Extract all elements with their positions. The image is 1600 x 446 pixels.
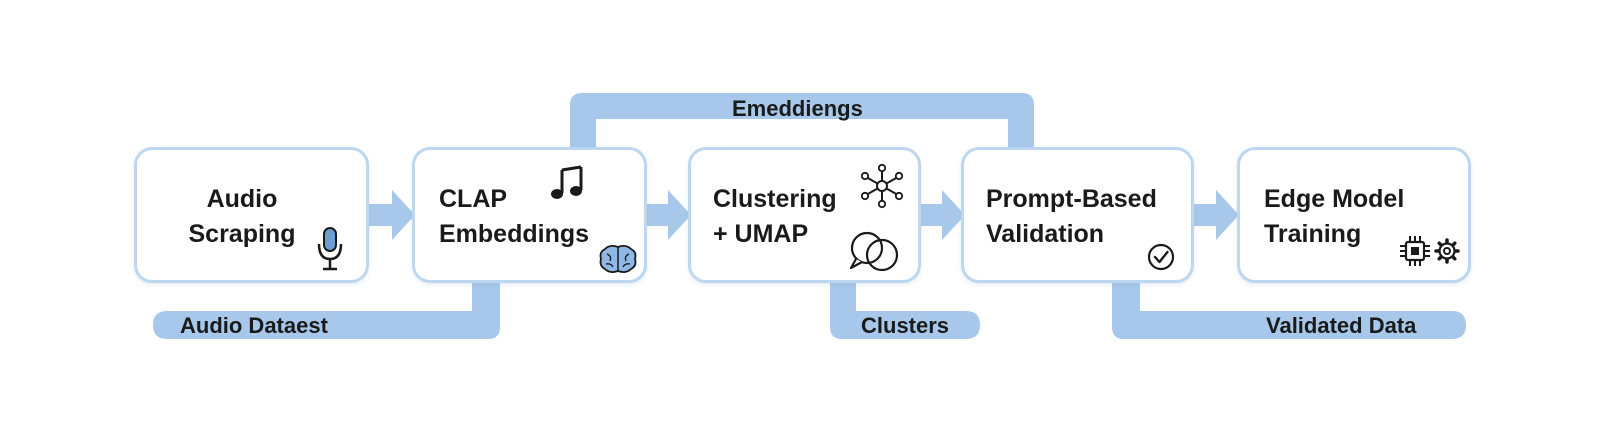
stage-prompt-based-validation: Prompt-Based Validation	[961, 147, 1194, 283]
chip-icon	[1398, 234, 1432, 268]
check-circle-icon	[1146, 242, 1176, 272]
stage-clap-embeddings-label: CLAP Embeddings	[439, 182, 589, 252]
brain-icon	[598, 243, 638, 275]
flow-arrow-2	[645, 190, 691, 240]
gear-icon	[1434, 238, 1460, 264]
flow-arrow-3	[919, 190, 965, 240]
stage-title-line1: Audio	[206, 185, 278, 213]
stage-audio-scraping-label: Audio Scraping	[175, 182, 309, 252]
stage-audio-scraping: Audio Scraping	[134, 147, 369, 283]
stage-title-line1: CLAP	[439, 185, 508, 213]
clusters-band-label: Clusters	[861, 313, 950, 338]
stage-title-line2: Training	[1264, 220, 1362, 248]
stage-clap-embeddings: CLAP Embeddings	[412, 147, 647, 283]
stage-edge-model-training-label: Edge Model Training	[1264, 182, 1404, 252]
stage-title-line1: Edge Model	[1264, 185, 1405, 213]
embeddings-band-label: Emeddiengs	[732, 96, 863, 121]
stage-title-line1: Prompt-Based	[986, 185, 1157, 213]
stage-title-line2: + UMAP	[713, 220, 809, 248]
stage-title-line2: Embeddings	[439, 220, 590, 248]
stage-clustering-umap-label: Clustering + UMAP	[713, 182, 837, 252]
flow-arrow-4	[1193, 190, 1239, 240]
stage-title-line2: Scraping	[188, 220, 296, 248]
network-icon	[859, 163, 905, 209]
speech-bubbles-icon	[846, 228, 902, 274]
microphone-icon	[315, 226, 345, 272]
music-note-icon	[549, 164, 587, 202]
stage-edge-model-training: Edge Model Training	[1237, 147, 1471, 283]
validated-data-band-label: Validated Data	[1266, 313, 1417, 338]
stage-title-line1: Clustering	[713, 185, 837, 213]
audio-dataset-band-label: Audio Dataest	[180, 313, 328, 338]
validated-data-band	[1112, 280, 1466, 339]
embeddings-bracket-band	[570, 93, 1034, 150]
audio-dataset-band	[153, 280, 500, 339]
stage-title-line2: Validation	[986, 220, 1105, 248]
stage-clustering-umap: Clustering + UMAP	[688, 147, 921, 283]
stage-prompt-based-validation-label: Prompt-Based Validation	[986, 182, 1157, 252]
clusters-band	[830, 280, 980, 339]
flow-arrow-1	[369, 190, 415, 240]
